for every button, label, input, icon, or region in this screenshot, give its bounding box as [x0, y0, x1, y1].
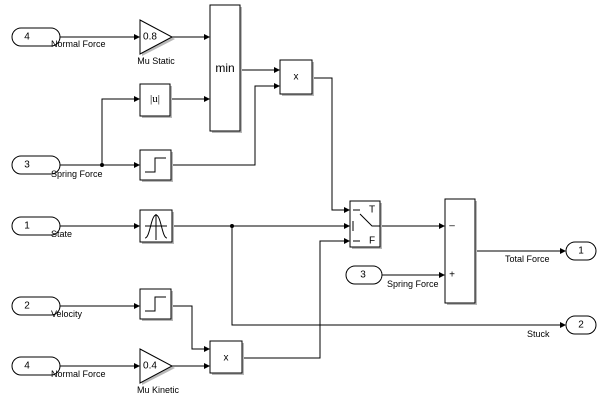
gain-mu-static-block[interactable]: 0.8 Mu Static: [137, 19, 175, 66]
sum-plus-sign: +: [449, 270, 455, 281]
inport-velocity[interactable]: 2 Velocity: [11, 296, 83, 319]
wire-product-to-switch-false: [242, 240, 346, 359]
inport-number: 1: [24, 221, 30, 232]
signal-wires: [60, 34, 566, 369]
wire-product-to-switch-true: [312, 77, 346, 211]
switch-true-label: T: [369, 205, 375, 216]
relay-block-bottom[interactable]: [139, 288, 173, 321]
inport-number: 3: [24, 160, 30, 171]
outport-stuck[interactable]: 2 Stuck: [527, 315, 597, 339]
inport-normal-force-top[interactable]: 4 Normal Force: [11, 27, 106, 49]
wire-filter-to-stuck: [231, 226, 562, 326]
switch-icon: [353, 209, 380, 242]
relay-icon: [145, 296, 166, 312]
relay-block-top[interactable]: [139, 149, 173, 182]
inport-label: Normal Force: [51, 39, 106, 49]
abs-block[interactable]: |u|: [139, 83, 172, 118]
gain-mu-kinetic-block[interactable]: 0.4 Mu Kinetic: [137, 348, 180, 395]
inport-number: 4: [24, 32, 30, 43]
outport-label: Stuck: [527, 329, 550, 339]
wire-relay-to-product: [171, 85, 276, 166]
product-symbol: x: [294, 72, 299, 83]
abs-symbol: |u|: [150, 93, 160, 105]
min-block-text: min: [215, 61, 234, 75]
inport-label: Spring Force: [387, 279, 439, 289]
inport-number: 4: [24, 361, 30, 372]
min-block[interactable]: min: [209, 4, 242, 133]
outport-number: 1: [578, 246, 584, 257]
inport-number: 2: [24, 301, 30, 312]
switch-block[interactable]: T F: [349, 200, 382, 249]
inport-number: 3: [360, 270, 366, 281]
product-block-bottom[interactable]: x: [209, 340, 244, 375]
inport-label: State: [51, 229, 72, 239]
inport-label: Velocity: [51, 309, 83, 319]
sum-block[interactable]: – +: [444, 198, 477, 305]
outport-label: Total Force: [505, 254, 550, 264]
outport-total-force[interactable]: 1 Total Force: [505, 241, 597, 264]
gain-value: 0.8: [143, 32, 157, 43]
inport-spring-force-2[interactable]: 3 Spring Force: [345, 265, 439, 289]
wire-relay-to-product-bottom: [171, 305, 206, 350]
gain-label: Mu Kinetic: [137, 385, 180, 395]
product-symbol: x: [224, 353, 229, 364]
product-block-top[interactable]: x: [279, 59, 314, 96]
inport-spring-force[interactable]: 3 Spring Force: [11, 155, 103, 179]
inport-state[interactable]: 1 State: [11, 216, 72, 239]
switch-false-label: F: [369, 236, 375, 247]
sum-minus-sign: –: [449, 221, 455, 232]
inport-normal-force-bottom[interactable]: 4 Normal Force: [11, 356, 106, 379]
outport-number: 2: [578, 320, 584, 331]
filter-block[interactable]: [139, 209, 174, 244]
gain-value: 0.4: [143, 361, 157, 372]
inport-label: Spring Force: [51, 169, 103, 179]
inport-label: Normal Force: [51, 369, 106, 379]
gain-label: Mu Static: [137, 56, 175, 66]
wire-spring-force-to-abs: [101, 98, 136, 165]
